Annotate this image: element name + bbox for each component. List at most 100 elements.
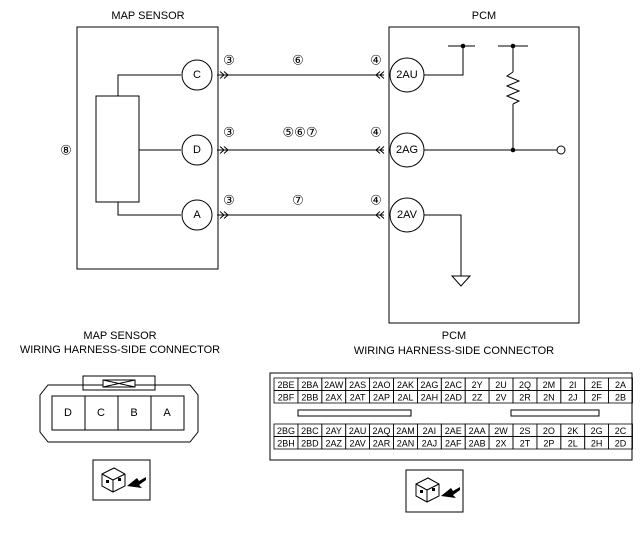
junction-dot	[510, 147, 516, 153]
sensor-element	[95, 95, 140, 203]
pcm-connector-cell	[608, 436, 633, 450]
pcm-connector-cell-label: 2AU	[349, 426, 367, 436]
pcm-box	[388, 26, 580, 324]
pcm-connector-cell-label: 2BE	[277, 380, 294, 390]
pcm-connector-face	[269, 372, 633, 461]
pcm-pin-label: 2AG	[396, 144, 418, 156]
pcm-connector-cell-label: 2R	[519, 392, 531, 402]
junction-dot	[460, 43, 466, 49]
pcm-internal-circuit	[424, 45, 557, 287]
pcm-connector-cell-label: 2AF	[445, 438, 462, 448]
pcm-connector-cell-label: 2AE	[445, 426, 462, 436]
pcm-connector-cell-label: 2AY	[326, 426, 342, 436]
pcm-connector-cell-label: 2AP	[373, 392, 390, 402]
map-sensor-box	[76, 26, 219, 270]
pcm-pin-label: 2AU	[396, 69, 417, 81]
sensor-connector-num: ③	[223, 125, 235, 140]
pcm-connector-cell-label: 2V	[496, 392, 507, 402]
pcm-connector-cell-label: 2AO	[373, 380, 391, 390]
sensor-pin-c	[181, 59, 213, 91]
pcm-connector-cell-label: 2X	[496, 438, 507, 448]
pcm-connector-cell-label: 2AC	[444, 380, 462, 390]
pcm-connector-cell-label: 2AB	[469, 438, 486, 448]
pcm-connector-cell-label: 2L	[568, 438, 578, 448]
pcm-connector-cell-label: 2H	[591, 438, 603, 448]
sensor-connector-num: ③	[223, 53, 235, 68]
pcm-connector-cell-label: 2AN	[397, 438, 415, 448]
sensor-connector-num: ③	[223, 193, 235, 208]
pcm-connector-cell-label: 2BF	[278, 392, 295, 402]
terminal-icon	[556, 145, 566, 155]
pcm-connector-cell	[608, 390, 633, 404]
pcm-connector-cell-label: 2BG	[277, 426, 295, 436]
pcm-connector-cell-label: 2Q	[519, 380, 531, 390]
sensor-note: ⑧	[60, 143, 72, 158]
pcm-connector-cell-label: 2O	[543, 426, 555, 436]
pcm-pin-label: 2AV	[397, 209, 418, 221]
pcm-connector-cell-label: 2G	[591, 426, 603, 436]
map-sensor-title: MAP SENSOR	[111, 10, 184, 22]
pcm-connector-title: WIRING HARNESS-SIDE CONNECTOR	[354, 345, 554, 357]
junction-dot	[510, 43, 516, 49]
pcm-connector-cell-label: 2B	[615, 392, 626, 402]
pcm-connector-key	[297, 409, 412, 417]
pcm-connector-cell-label: 2AM	[396, 426, 415, 436]
pcm-connector-cell-label: 2AQ	[373, 426, 391, 436]
pcm-connector-cell-label: 2D	[615, 438, 627, 448]
pcm-connector-cell-label: 2BC	[301, 426, 319, 436]
pcm-connector-cell-label: 2J	[568, 392, 578, 402]
wire-note: ⑥	[292, 53, 304, 68]
map-connector-face	[39, 375, 199, 443]
pcm-connector-cell-label: 2BA	[301, 380, 318, 390]
pcm-connector-cell-label: 2BB	[301, 392, 318, 402]
wire-note: ⑤⑥⑦	[283, 125, 318, 140]
connector-view-icon	[405, 469, 464, 513]
pcm-connector-cell-label: 2K	[567, 426, 578, 436]
sensor-pin-label: C	[193, 69, 201, 81]
map-connector-cell: A	[163, 407, 171, 419]
pcm-connector-cell-label: 2A	[615, 380, 626, 390]
pcm-connector-num: ④	[370, 125, 382, 140]
pcm-connector-cell-label: 2AL	[397, 392, 413, 402]
pcm-connector-cell-label: 2AG	[420, 380, 438, 390]
map-connector-title: MAP SENSOR	[83, 330, 156, 342]
pcm-connector-cell-label: 2AH	[421, 392, 439, 402]
pcm-connector-num: ④	[370, 53, 382, 68]
pcm-connector-cell-label: 2AW	[324, 380, 344, 390]
sensor-pin-a	[181, 199, 213, 231]
map-connector-cell: B	[130, 407, 137, 419]
pcm-connector-cell-label: 2AR	[373, 438, 391, 448]
pcm-connector-cell-label: 2E	[591, 380, 602, 390]
pcm-connector-num: ④	[370, 193, 382, 208]
pcm-connector-cell-label: 2I	[569, 380, 577, 390]
pcm-connector-cell-label: 2AX	[325, 392, 342, 402]
pcm-connector-cell-label: 2T	[520, 438, 531, 448]
pcm-connector-cell-label: 2M	[543, 380, 556, 390]
sensor-pin-label: A	[193, 209, 201, 221]
pcm-connector-cell-label: 2AT	[350, 392, 366, 402]
sensor-pin-label: D	[193, 144, 201, 156]
pcm-title: PCM	[472, 10, 496, 22]
pcm-connector-cell-label: 2AJ	[422, 438, 438, 448]
map-connector-cell: D	[64, 407, 72, 419]
pcm-connector-cell-label: 2AZ	[325, 438, 342, 448]
pcm-connector-cell-label: 2AD	[444, 392, 462, 402]
pcm-connector-cell-label: 2Z	[472, 392, 483, 402]
map-connector-title: WIRING HARNESS-SIDE CONNECTOR	[20, 344, 220, 356]
pcm-connector-title: PCM	[442, 330, 466, 342]
pcm-connector-cell-label: 2AS	[349, 380, 366, 390]
pcm-connector-cell-label: 2AK	[397, 380, 414, 390]
pcm-connector-cell-label: 2AI	[423, 426, 437, 436]
pcm-connector-cell-label: 2AA	[469, 426, 486, 436]
map-connector-cell: C	[97, 407, 105, 419]
pcm-connector-cell-label: 2F	[591, 392, 602, 402]
pcm-connector-key	[510, 409, 600, 417]
pcm-connector-cell-label: 2BH	[277, 438, 295, 448]
wire-note: ⑦	[292, 193, 304, 208]
pcm-connector-cell-label: 2AV	[349, 438, 365, 448]
pcm-connector-cell-label: 2W	[494, 426, 508, 436]
pcm-connector-cell-label: 2U	[495, 380, 507, 390]
pcm-connector-cell-label: 2N	[543, 392, 555, 402]
